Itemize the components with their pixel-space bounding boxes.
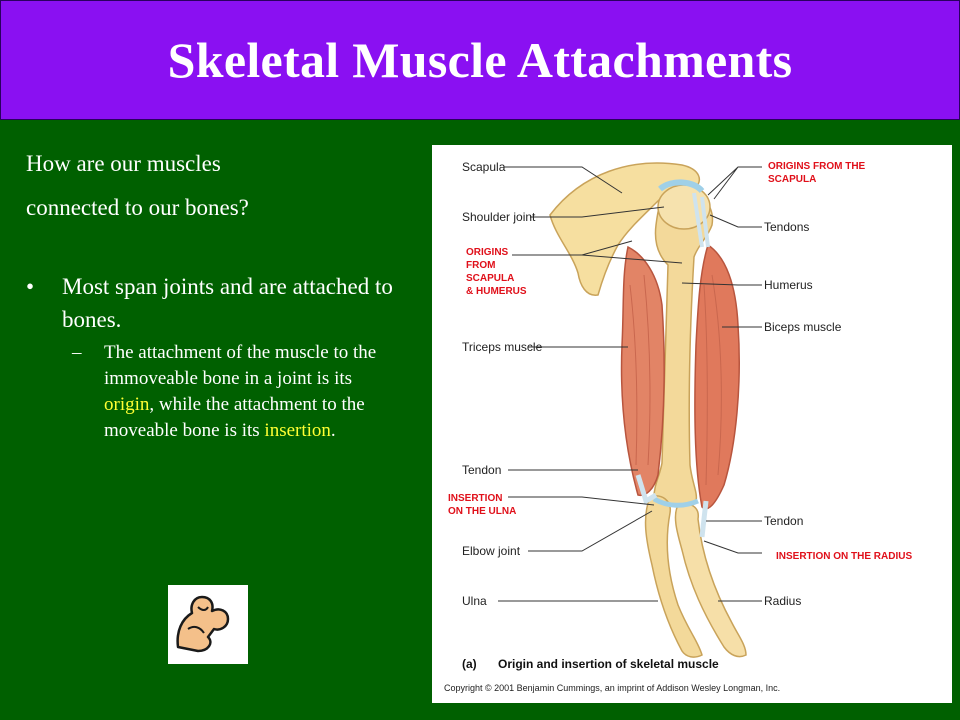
sub-text-part-3: . (330, 420, 336, 441)
triceps-tendon-bottom (635, 474, 658, 505)
label-ulna: Ulna (462, 594, 487, 608)
flexed-arm-icon (168, 585, 248, 664)
label-biceps-muscle: Biceps muscle (764, 320, 842, 334)
red-label-origins-left-3: SCAPULA (466, 273, 514, 284)
red-label-origins-scapula-1: ORIGINS FROM THE (768, 161, 866, 172)
title-bar: Skeletal Muscle Attachments (0, 0, 960, 120)
sub-text-part-2: , while the attachment to the moveable b… (104, 394, 365, 441)
bullet-text: Most span joints and are attached to bon… (62, 274, 393, 332)
slide-body: How are our muscles connected to our bon… (26, 142, 406, 444)
red-label-insertion-ulna-1: INSERTION (448, 493, 502, 504)
sub-bullet-marker: – (72, 342, 82, 363)
bullet-marker: • (26, 274, 35, 299)
label-tendon-right: Tendon (764, 514, 803, 528)
radius-bone (674, 503, 747, 658)
label-humerus: Humerus (764, 278, 813, 292)
sub-text-part-1: The attachment of the muscle to the immo… (104, 342, 377, 389)
triceps-muscle (620, 245, 665, 497)
insertion-term: insertion (264, 420, 331, 441)
biceps-muscle (694, 243, 740, 510)
copyright-notice: Copyright © 2001 Benjamin Cummings, an i… (444, 683, 780, 693)
biceps-tendon-bottom (699, 500, 709, 538)
label-tendons: Tendons (764, 220, 809, 234)
label-scapula: Scapula (462, 160, 506, 174)
origin-term: origin (104, 394, 150, 415)
red-label-origins-left-2: FROM (466, 260, 495, 271)
arm-muscle-diagram: Scapula Shoulder joint ORIGINS FROM SCAP… (432, 145, 952, 703)
leader-lines (498, 166, 762, 602)
bullet-item: • Most span joints and are attached to b… (26, 270, 406, 336)
intro-line-2: connected to our bones? (26, 195, 249, 220)
label-triceps-muscle: Triceps muscle (462, 340, 543, 354)
red-label-origins-left-4: & HUMERUS (466, 286, 527, 297)
label-shoulder-joint: Shoulder joint (462, 210, 536, 224)
red-label-origins-left-1: ORIGINS (466, 247, 509, 258)
sub-bullet-item: – The attachment of the muscle to the im… (26, 340, 406, 444)
red-label-insertion-radius: INSERTION ON THE RADIUS (776, 551, 912, 562)
diagram-caption: Origin and insertion of skeletal muscle (498, 657, 719, 671)
label-elbow-joint: Elbow joint (462, 544, 521, 558)
elbow-cartilage (652, 496, 699, 508)
biceps-tendon-top (692, 192, 710, 248)
red-label-insertion-ulna-2: ON THE ULNA (448, 506, 516, 517)
caption-marker: (a) (462, 657, 477, 671)
red-label-origins-scapula-2: SCAPULA (768, 174, 816, 185)
label-tendon-left: Tendon (462, 463, 501, 477)
intro-line-1: How are our muscles (26, 151, 221, 176)
shoulder-cartilage (658, 179, 705, 194)
slide-title: Skeletal Muscle Attachments (167, 32, 793, 88)
label-radius: Radius (764, 594, 801, 608)
ulna-bone (644, 495, 703, 658)
